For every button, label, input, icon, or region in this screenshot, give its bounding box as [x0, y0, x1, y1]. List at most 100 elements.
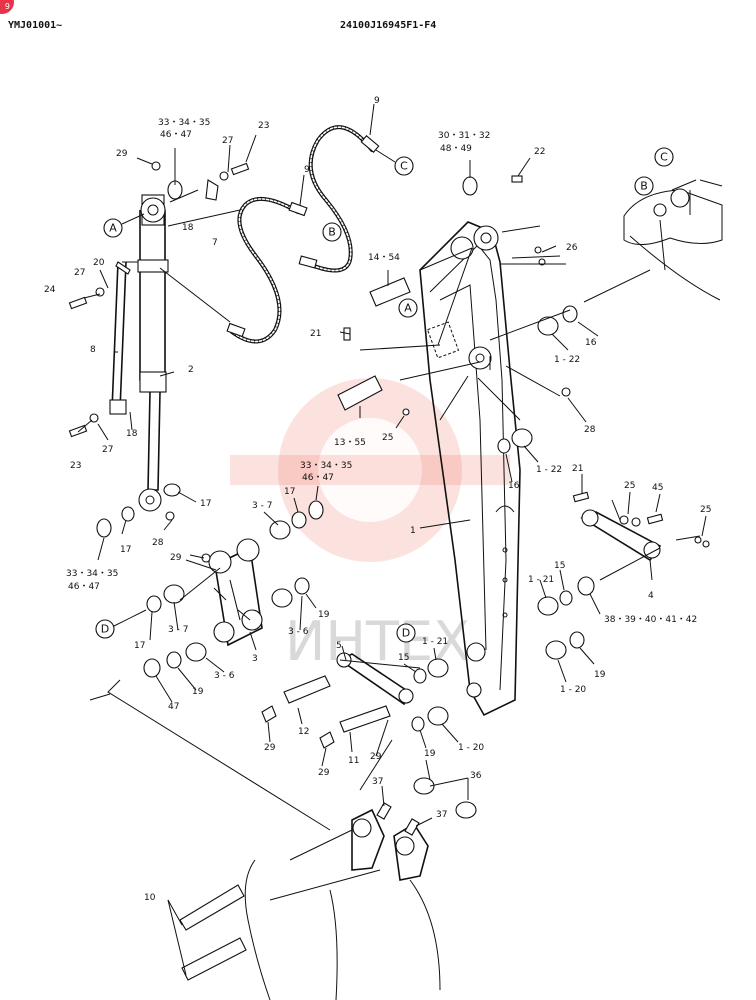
boom-part-1 — [419, 221, 521, 717]
label: 36 — [470, 771, 482, 781]
label: 1 - 21 — [422, 637, 448, 647]
label: 24 — [44, 285, 56, 295]
label: 12 — [298, 727, 309, 737]
label: 3 - 6 — [214, 671, 235, 681]
label: 46・47 — [302, 473, 334, 483]
callout-C-arm: C — [654, 147, 674, 167]
boom-cylinder-part-2 — [137, 194, 169, 512]
label: 11 — [348, 756, 359, 766]
label: 27 — [74, 268, 85, 278]
svg-text:B: B — [640, 180, 648, 193]
arm-top-right — [623, 179, 723, 301]
drawing-number: 24100J16945F1-F4 — [340, 20, 437, 31]
label: 3 - 6 — [288, 627, 309, 637]
pins — [179, 277, 411, 981]
label: 10 — [144, 893, 156, 903]
label: 4 — [648, 591, 654, 601]
label: 19 — [424, 749, 436, 759]
callout-B-arm: B — [634, 176, 654, 196]
label: 8 — [90, 345, 96, 355]
label: 1 - 20 — [458, 743, 484, 753]
pipe-part-8 — [109, 261, 138, 415]
label: 22 — [534, 147, 545, 157]
label: 18 — [126, 429, 138, 439]
label: 3 — [252, 654, 258, 664]
label: 25 — [624, 481, 635, 491]
label: 25 — [700, 505, 711, 515]
hose-part-9 — [226, 125, 380, 344]
label: 15 — [398, 653, 409, 663]
svg-text:D: D — [402, 627, 410, 640]
callout-D-center: D — [396, 623, 416, 643]
label: 27 — [102, 445, 113, 455]
label: 38・39・40・41・42 — [604, 615, 697, 625]
callout-C-hose: C — [375, 149, 414, 176]
label: 14・54 — [368, 253, 400, 263]
label: 37 — [436, 810, 447, 820]
label: 17 — [200, 499, 211, 509]
label: 7 — [212, 238, 218, 248]
label: 29 — [318, 768, 330, 778]
svg-text:C: C — [400, 160, 408, 173]
part-labels: 33・34・35 46・47 23 27 29 18 7 9 9 30・31・3… — [44, 96, 711, 903]
label: 33・34・35 — [300, 461, 352, 471]
label: 1 — [410, 526, 416, 536]
link-part-3 — [208, 538, 263, 647]
serial-range: YMJ01001~ — [8, 20, 63, 31]
label: 17 — [134, 641, 145, 651]
bucket-linkage — [244, 802, 441, 1000]
label: 1 - 22 — [536, 465, 562, 475]
label: 1 - 21 — [528, 575, 554, 585]
label: 27 — [222, 136, 233, 146]
label: 15 — [554, 561, 565, 571]
label: 46・47 — [68, 582, 100, 592]
label: 29 — [170, 553, 182, 563]
label: 48・49 — [440, 144, 472, 154]
label: 33・34・35 — [66, 569, 118, 579]
link-part-5 — [336, 652, 414, 706]
label: 30・31・32 — [438, 131, 490, 141]
label: 28 — [152, 538, 164, 548]
leader-lines — [77, 103, 707, 976]
label: 13・55 — [334, 438, 366, 448]
label: 21 — [572, 464, 583, 474]
label: 1 - 20 — [560, 685, 586, 695]
label: 23 — [70, 461, 81, 471]
label: 9 — [374, 96, 380, 106]
label: 21 — [310, 329, 321, 339]
svg-text:C: C — [660, 151, 668, 164]
label: 19 — [318, 610, 330, 620]
label: 46・47 — [160, 130, 192, 140]
label: 33・34・35 — [158, 118, 210, 128]
label: 3 - 7 — [252, 501, 272, 511]
svg-text:A: A — [404, 302, 412, 315]
label: 5 — [336, 641, 342, 651]
label: 16 — [508, 481, 520, 491]
svg-text:B: B — [328, 226, 336, 239]
svg-text:A: A — [109, 222, 117, 235]
label: 28 — [584, 425, 596, 435]
label: 18 — [182, 223, 194, 233]
label: 29 — [264, 743, 276, 753]
label: 37 — [372, 777, 383, 787]
label: 3 - 7 — [168, 625, 188, 635]
label: 17 — [284, 487, 295, 497]
label: 16 — [585, 338, 597, 348]
callout-A-cylinder: A — [103, 213, 145, 238]
label: 20 — [93, 258, 105, 268]
label: 45 — [652, 483, 663, 493]
label: 2 — [188, 365, 194, 375]
label: 25 — [382, 433, 393, 443]
label: 29 — [116, 149, 128, 159]
callout-D-left: D — [95, 609, 147, 639]
svg-text:D: D — [101, 623, 109, 636]
callout-A-boom: A — [398, 298, 418, 318]
label: 23 — [258, 121, 269, 131]
label: 47 — [168, 702, 179, 712]
label: 29 — [370, 752, 382, 762]
callout-B-hose: B — [322, 222, 342, 242]
label: 19 — [192, 687, 204, 697]
label: 9 — [304, 165, 310, 175]
